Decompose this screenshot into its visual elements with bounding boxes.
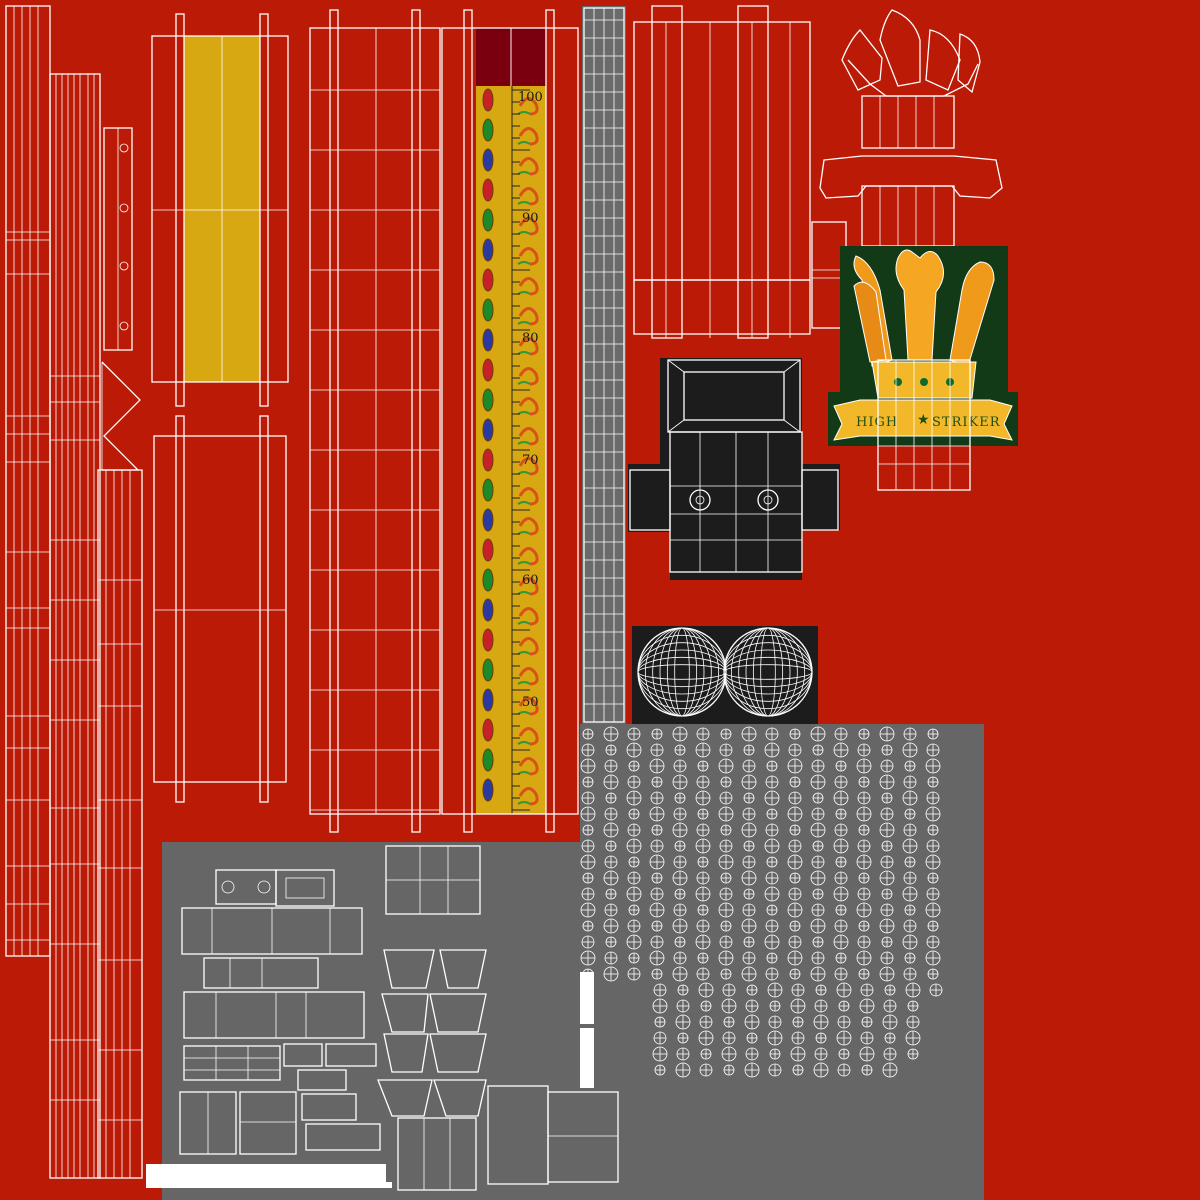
high-striker-sign: HIGH ★ STRIKER <box>828 246 1018 491</box>
bolt-heads-uv-grid <box>580 726 943 1078</box>
upper-panels-uv <box>633 5 847 339</box>
tower-column-uv <box>309 9 441 833</box>
scale-ticks <box>511 86 530 814</box>
small-parts-uv <box>146 869 392 1188</box>
scale-label-60: 60 <box>522 573 539 588</box>
sign-word-high: HIGH <box>856 415 898 430</box>
plume-far-left <box>853 281 887 363</box>
board-back-uv <box>153 415 287 803</box>
small-rods-uv <box>580 972 594 1088</box>
gray-panel-left <box>162 842 582 1200</box>
scale-label-90: 90 <box>522 211 539 226</box>
yellow-board-uv <box>151 13 289 407</box>
plume-crown-wireframe <box>819 9 1003 247</box>
gray-panel-right <box>580 724 984 1200</box>
bell-spheres-uv <box>632 626 818 724</box>
left-pole-wireframes <box>5 5 143 1179</box>
scale-label-80: 80 <box>522 331 539 346</box>
sign-word-striker: STRIKER <box>932 415 1001 430</box>
scale-label-50: 50 <box>522 695 539 710</box>
scale-label-70: 70 <box>522 453 539 468</box>
striker-scale-strip: 100 90 80 70 60 50 <box>441 9 579 833</box>
gray-strip-wireframe <box>583 7 625 723</box>
sign-star-icon: ★ <box>917 412 930 428</box>
scale-ornaments <box>482 88 539 806</box>
cup-parts-uv <box>377 845 619 1191</box>
scale-label-100: 100 <box>518 90 543 105</box>
base-box-uv <box>628 358 840 580</box>
